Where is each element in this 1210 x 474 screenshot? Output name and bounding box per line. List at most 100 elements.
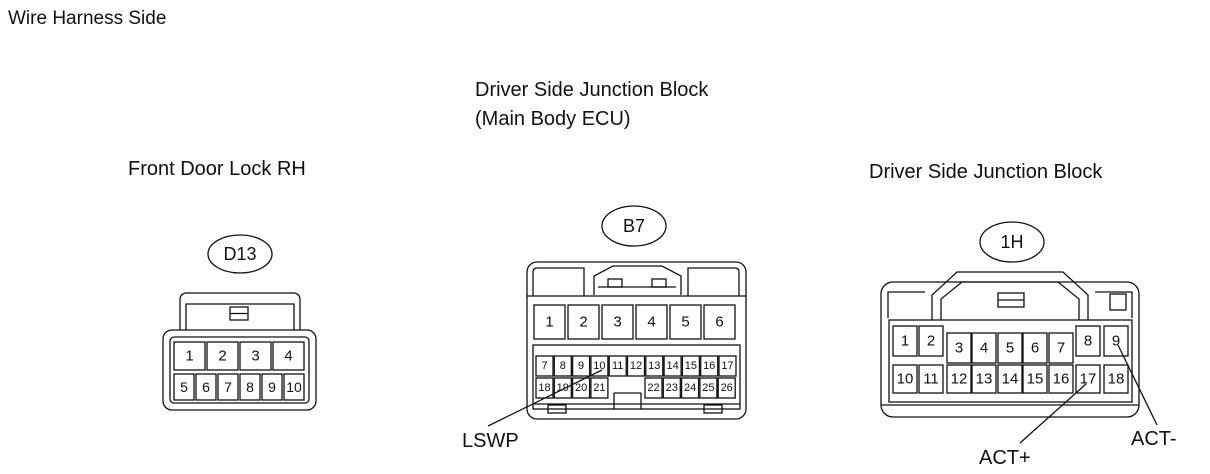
1h-callout-leader-act-minus	[1117, 344, 1158, 426]
1h-pin-9-cell	[1103, 325, 1129, 357]
b7-pin-17: 17	[721, 360, 733, 372]
b7-pin-22: 22	[647, 382, 659, 394]
b7-pin-15-cell	[681, 355, 701, 377]
b7-pin-18: 18	[538, 382, 550, 394]
1h-pin-14-cell	[997, 364, 1023, 394]
b7-callout-leader-lswp	[487, 369, 603, 427]
b7-pin-26-cell	[717, 377, 736, 399]
d13-pin-6-cell	[195, 373, 217, 401]
1h-pin-8: 8	[1084, 333, 1092, 350]
b7-connector-body	[526, 205, 747, 420]
b7-pin-4: 4	[647, 314, 655, 331]
1h-pin-10: 10	[897, 371, 914, 388]
b7-pin-25-cell	[699, 377, 718, 399]
b7-pin-25: 25	[702, 382, 714, 394]
d13-pin-8: 8	[246, 379, 254, 395]
b7-pin-1-cell	[533, 304, 566, 340]
1h-pin-3: 3	[955, 340, 963, 357]
b7-pin-16: 16	[703, 360, 715, 372]
b7-pin-15: 15	[685, 360, 697, 372]
b7-pin-7: 7	[541, 360, 547, 372]
b7-pin-5: 5	[681, 314, 689, 331]
b7-pin-14: 14	[666, 360, 678, 372]
1h-pin-10-cell	[892, 364, 918, 394]
1h-pin-1-cell	[892, 325, 918, 357]
d13-pin-2: 2	[218, 348, 226, 365]
1h-pin-1: 1	[901, 333, 909, 350]
b7-pin-17-cell	[718, 355, 737, 377]
1h-pin-7: 7	[1057, 340, 1065, 357]
b7-pin-8: 8	[560, 360, 566, 372]
d13-pin-3-cell	[239, 341, 272, 371]
b7-pin-23: 23	[666, 382, 678, 394]
1h-pin-5: 5	[1006, 340, 1014, 357]
b7-pin-21: 21	[593, 382, 605, 394]
b7-title-line-2: (Main Body ECU)	[475, 108, 631, 130]
d13-pin-1: 1	[185, 348, 193, 365]
b7-pin-26: 26	[721, 382, 733, 394]
b7-pin-22-cell	[644, 377, 663, 399]
d13-pin-10: 10	[286, 379, 302, 395]
d13-pin-6: 6	[202, 379, 210, 395]
1h-pin-6-cell	[1022, 332, 1048, 364]
b7-pin-6: 6	[715, 314, 723, 331]
d13-pin-5-cell	[173, 373, 195, 401]
d13-pin-4: 4	[284, 348, 292, 365]
1h-callout-leader-act-plus	[1019, 383, 1087, 444]
1h-pin-16-cell	[1048, 364, 1074, 394]
d13-pin-7-cell	[217, 373, 239, 401]
1h-pin-15: 15	[1027, 371, 1044, 388]
1h-pin-4-cell	[971, 332, 997, 364]
1h-pin-9: 9	[1112, 333, 1120, 350]
b7-pin-11: 11	[612, 360, 623, 372]
1h-connector-code: 1H	[1000, 232, 1023, 252]
b7-pin-2-cell	[567, 304, 600, 340]
b7-pin-3: 3	[613, 314, 621, 331]
b7-callout-label-lswp: LSWP	[462, 430, 519, 452]
d13-pin-10-cell	[283, 373, 305, 401]
b7-pin-10: 10	[593, 360, 605, 372]
1h-pin-12: 12	[951, 371, 968, 388]
b7-pin-24: 24	[684, 382, 696, 394]
b7-pin-4-cell	[635, 304, 668, 340]
d13-pin-7: 7	[224, 379, 232, 395]
b7-pin-20: 20	[575, 382, 587, 394]
b7-pin-1: 1	[545, 314, 553, 331]
b7-pin-21-cell	[590, 377, 609, 399]
b7-title-line-1: Driver Side Junction Block	[475, 79, 709, 101]
1h-pin-5-cell	[997, 332, 1023, 364]
b7-pin-14-cell	[663, 355, 682, 377]
1h-pin-8-cell	[1075, 325, 1101, 357]
b7-pin-6-cell	[703, 304, 736, 340]
b7-pin-20-cell	[571, 377, 591, 399]
1h-pin-7-cell	[1048, 332, 1074, 364]
b7-pin-11-cell	[608, 355, 627, 377]
1h-pin-11-cell	[918, 364, 944, 394]
1h-pin-15-cell	[1022, 364, 1048, 394]
1h-callout-label-act-plus: ACT+	[979, 447, 1031, 469]
b7-pin-9-cell	[571, 355, 591, 377]
1h-pin-17-cell	[1075, 364, 1101, 394]
b7-pin-19: 19	[557, 382, 569, 394]
b7-pin-23-cell	[662, 377, 681, 399]
b7-pin-2: 2	[579, 314, 587, 331]
b7-pin-10-cell	[590, 355, 609, 377]
1h-pin-3-cell	[946, 332, 972, 364]
b7-pin-13: 13	[648, 360, 660, 372]
b7-pin-16-cell	[700, 355, 719, 377]
b7-pin-8-cell	[553, 355, 572, 377]
b7-pin-7-cell	[535, 355, 554, 377]
1h-pin-11: 11	[923, 371, 939, 388]
b7-pin-5-cell	[669, 304, 702, 340]
1h-pin-4: 4	[980, 340, 988, 357]
b7-pin-12-cell	[626, 355, 646, 377]
d13-pin-8-cell	[239, 373, 261, 401]
1h-pin-17: 17	[1080, 371, 1097, 388]
1h-pin-6: 6	[1031, 340, 1039, 357]
b7-pin-3-cell	[601, 304, 634, 340]
1h-pin-13-cell	[971, 364, 997, 394]
b7-pin-19-cell	[553, 377, 572, 399]
page-title: Wire Harness Side	[8, 8, 167, 29]
1h-pin-12-cell	[946, 364, 972, 394]
1h-title: Driver Side Junction Block	[869, 161, 1103, 183]
